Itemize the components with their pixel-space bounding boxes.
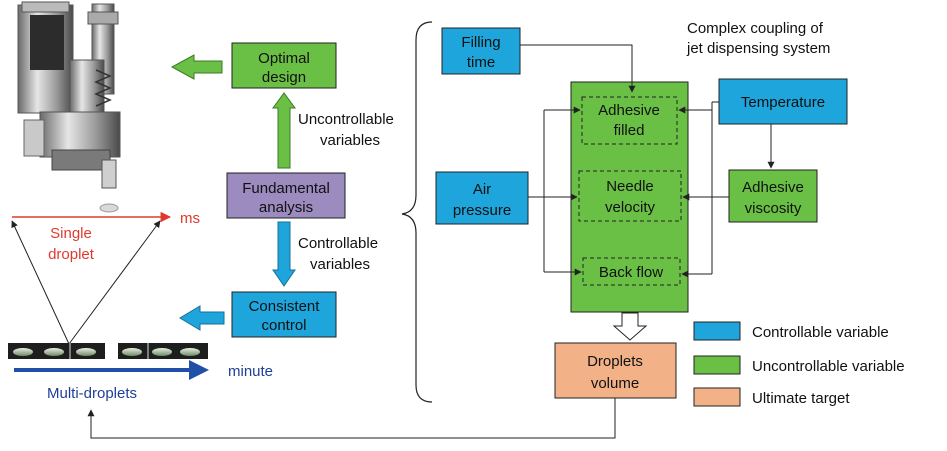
filling-time-label-1: Filling (461, 34, 500, 51)
filling-time-label-2: time (467, 54, 495, 71)
jet-dispenser-illustration (17, 1, 121, 213)
adhesive-viscosity-label-1: Adhesive (742, 179, 804, 196)
adhesive-filled-box (581, 96, 678, 145)
back-flow-box (582, 257, 681, 286)
adhesive-filled-label-1: Adhesive (598, 102, 660, 119)
zoom-line-right (68, 220, 161, 345)
ms-label: ms (180, 210, 200, 227)
zoom-line-left (11, 220, 70, 345)
legend-controllable-swatch (693, 321, 741, 341)
consistent-control-label-1: Consistent (249, 298, 321, 315)
legend-uncontrollable-swatch (693, 355, 741, 375)
analysis-to-control-arrow (272, 221, 296, 287)
optimal-design-label-2: design (262, 69, 306, 86)
minute-label: minute (228, 363, 273, 380)
droplets-volume-box (554, 342, 677, 399)
fundamental-analysis-box (226, 172, 346, 219)
legend-ultimate-label: Ultimate target (752, 390, 850, 407)
controllable-variables-label-1: Controllable (298, 235, 378, 252)
legend: Controllable variable Uncontrollable var… (693, 321, 905, 407)
air-pressure-label-1: Air (473, 181, 491, 198)
filling-time-box (441, 27, 521, 75)
grouping-brace (401, 21, 433, 403)
system-title-1: Complex coupling of (687, 20, 824, 37)
air-pressure-label-2: pressure (453, 202, 511, 219)
needle-velocity-label-2: velocity (605, 199, 656, 216)
back-flow-label: Back flow (599, 264, 663, 281)
legend-uncontrollable-label: Uncontrollable variable (752, 358, 905, 375)
adhesive-filled-label-2: filled (614, 122, 645, 139)
legend-controllable-label: Controllable variable (752, 324, 889, 341)
optimal-design-box (231, 42, 337, 89)
temperature-viscosity-connectors (678, 101, 729, 278)
fundamental-analysis-label-1: Fundamental (242, 180, 330, 197)
single-droplet-label-1: Single (50, 225, 92, 242)
analysis-to-optimal-arrow (272, 92, 296, 169)
legend-ultimate-swatch (693, 387, 741, 407)
needle-velocity-label-1: Needle (606, 178, 654, 195)
controllable-variables-label-2: variables (310, 256, 370, 273)
air-pressure-connectors (528, 106, 582, 276)
single-droplet-label-2: droplet (48, 246, 95, 263)
optimal-design-label-1: Optimal (258, 50, 310, 67)
system-title-2: jet dispensing system (686, 40, 830, 57)
feedback-connector (87, 398, 616, 439)
air-pressure-box (435, 171, 529, 225)
temperature-box (718, 78, 848, 125)
consistent-control-label-2: control (261, 317, 306, 334)
consistent-control-box (231, 291, 337, 338)
adhesive-viscosity-box (728, 169, 818, 223)
droplet-photo-strip (8, 343, 208, 359)
uncontrollable-variables-label-1: Uncontrollable (298, 111, 394, 128)
control-to-droplets-arrow (179, 305, 225, 331)
needle-velocity-box (578, 170, 682, 222)
adhesive-viscosity-label-2: viscosity (745, 200, 802, 217)
uncontrollable-variables-label-2: variables (320, 132, 380, 149)
fundamental-analysis-label-2: analysis (259, 199, 313, 216)
temperature-label: Temperature (741, 94, 825, 111)
filling-time-connector (520, 44, 636, 93)
optimal-to-dispenser-arrow (170, 54, 223, 80)
droplets-volume-label-2: volume (591, 375, 639, 392)
system-to-volume-arrow (612, 312, 648, 341)
droplets-volume-label-1: Droplets (587, 353, 643, 370)
multi-droplets-label: Multi-droplets (47, 385, 137, 402)
